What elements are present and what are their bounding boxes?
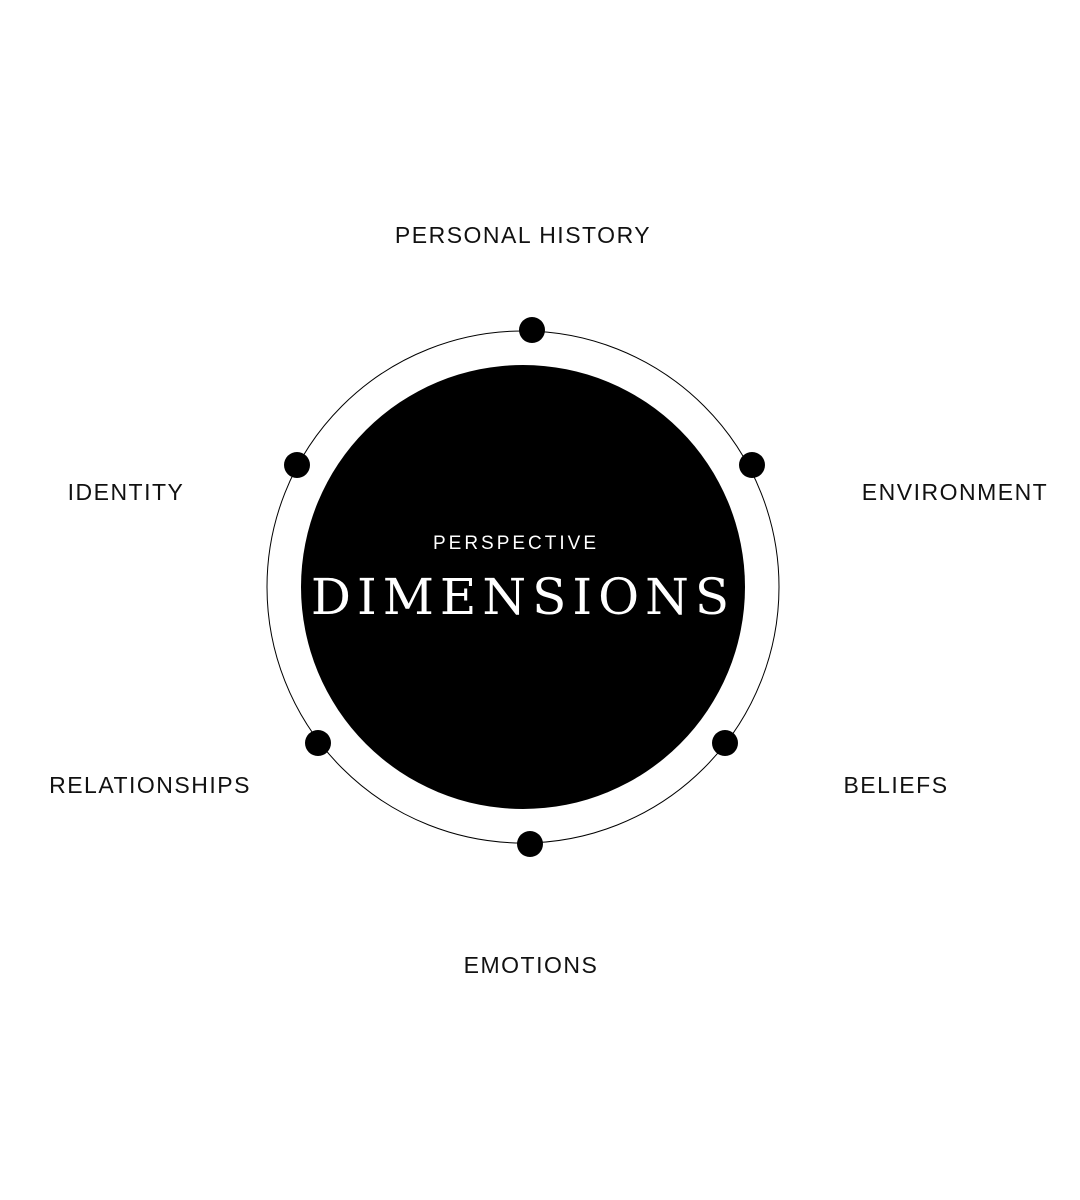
node-environment — [739, 452, 765, 478]
label-personal-history: PERSONAL HISTORY — [394, 222, 652, 248]
center-circle — [301, 365, 745, 809]
center-title: DIMENSIONS — [310, 568, 736, 626]
node-relationships — [305, 730, 331, 756]
label-relationships: RELATIONSHIPS — [49, 772, 251, 798]
node-identity — [284, 452, 310, 478]
center-subtitle: PERSPECTIVE — [432, 533, 600, 554]
node-emotions — [517, 831, 543, 857]
label-identity: IDENTITY — [67, 479, 185, 505]
node-beliefs — [712, 730, 738, 756]
node-personal-history — [519, 317, 545, 343]
label-beliefs: BELIEFS — [843, 772, 949, 798]
label-emotions: EMOTIONS — [463, 952, 599, 978]
label-environment: ENVIRONMENT — [861, 479, 1049, 505]
